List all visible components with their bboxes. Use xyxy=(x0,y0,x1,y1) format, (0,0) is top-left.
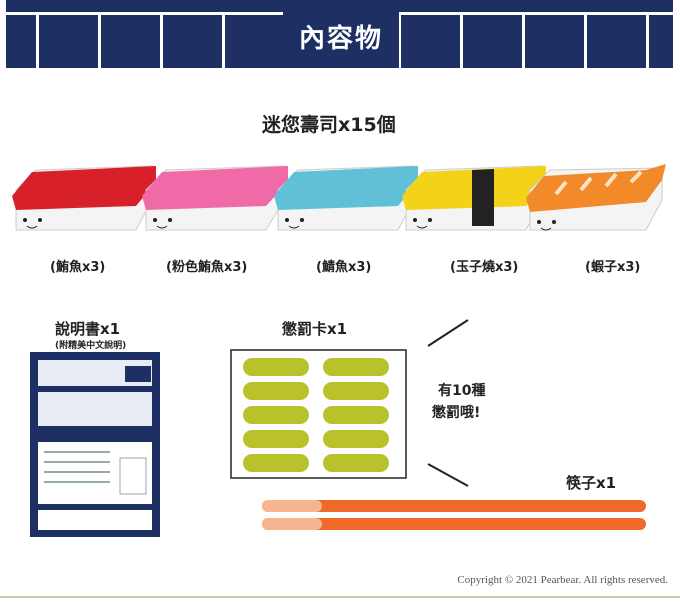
banner-stripe xyxy=(522,12,525,68)
manual-image xyxy=(30,352,160,537)
copyright-text: Copyright © 2021 Pearbear. All rights re… xyxy=(457,574,668,586)
banner-stripe xyxy=(36,12,39,68)
bottom-divider xyxy=(0,596,680,598)
sushi-tuna xyxy=(12,165,156,231)
page-title: 內容物 xyxy=(298,24,383,54)
banner-stripe xyxy=(646,12,649,68)
sushi-mackerel xyxy=(274,165,418,231)
sushi-label-egg: (玉子燒x3) xyxy=(450,260,519,275)
sushi-shrimp xyxy=(526,164,666,231)
banner-stripe xyxy=(398,12,401,68)
callout-lines xyxy=(427,319,469,487)
sushi-label-pink-tuna: (粉色鮪魚x3) xyxy=(166,260,248,275)
banner-stripe xyxy=(98,12,101,68)
punishment-card-sheet xyxy=(230,349,407,479)
banner-title-box xyxy=(283,12,399,68)
sushi-pink-tuna xyxy=(142,165,288,231)
banner-stripe xyxy=(160,12,163,68)
manual-heading: 說明書x1 xyxy=(55,320,121,338)
sushi-label-shrimp: (蝦子x3) xyxy=(585,260,641,275)
sushi-egg xyxy=(402,165,546,231)
card-note-line1: 有10種 xyxy=(438,383,486,399)
chopsticks-heading: 筷子x1 xyxy=(566,474,617,492)
banner: 內容物 xyxy=(6,0,673,68)
banner-stripe xyxy=(584,12,587,68)
sushi-label-mackerel: (鯖魚x3) xyxy=(316,260,372,275)
sushi-pieces xyxy=(12,164,666,231)
card-heading: 懲罰卡x1 xyxy=(282,320,348,338)
banner-stripe xyxy=(222,12,225,68)
sushi-heading: 迷您壽司x15個 xyxy=(262,114,396,136)
card-note-line2: 懲罰哦! xyxy=(432,405,481,421)
banner-stripe xyxy=(460,12,463,68)
sushi-label-tuna: (鮪魚x3) xyxy=(50,260,106,275)
chopsticks-image xyxy=(262,500,646,530)
manual-subheading: (附精美中文說明) xyxy=(55,341,127,351)
